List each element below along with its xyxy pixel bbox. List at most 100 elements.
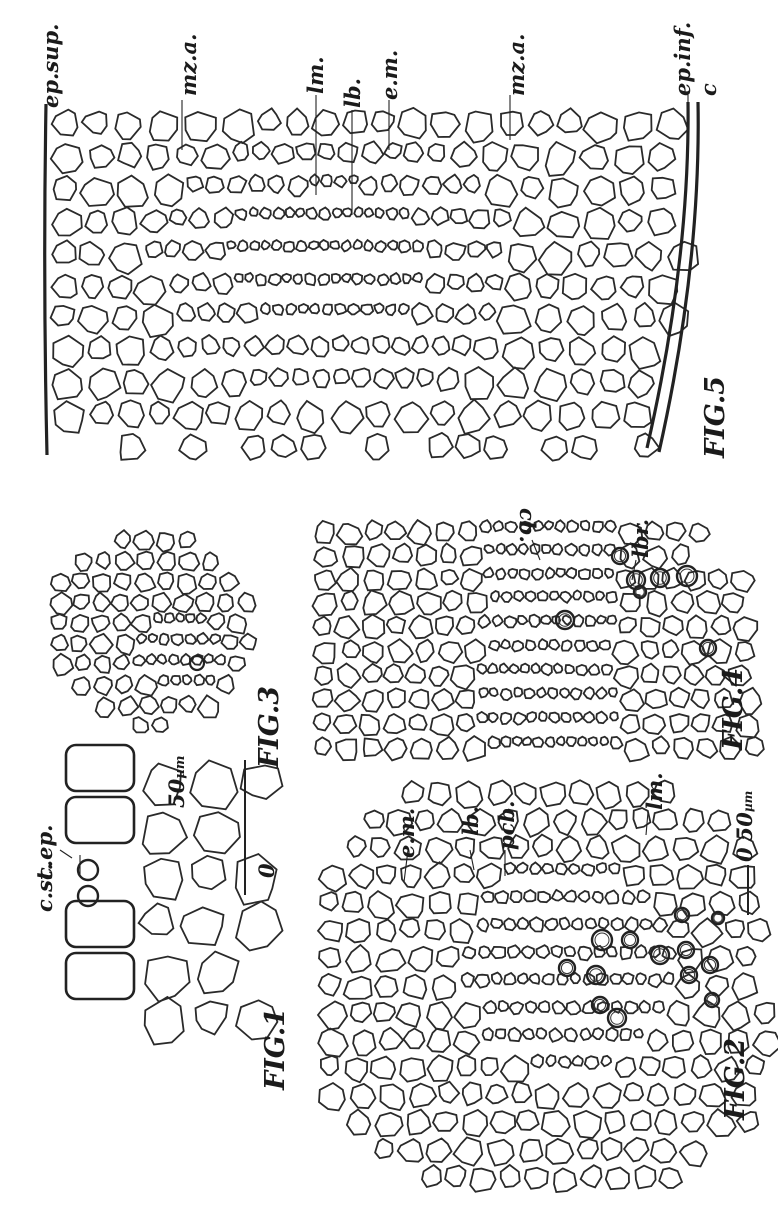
cell	[612, 835, 640, 862]
cell	[584, 176, 615, 205]
cell	[54, 176, 77, 200]
cell	[596, 712, 607, 724]
fig2-drawing	[318, 780, 778, 1192]
cell	[623, 891, 635, 904]
cell	[352, 274, 362, 285]
cell	[567, 737, 576, 746]
cell	[314, 713, 331, 730]
cell	[525, 1168, 548, 1189]
cell	[593, 522, 603, 532]
cell	[501, 1165, 520, 1187]
cell	[82, 112, 107, 134]
cell	[589, 737, 598, 745]
cell	[455, 864, 475, 882]
cell	[697, 739, 717, 758]
cell	[318, 1001, 347, 1029]
cell	[207, 613, 224, 629]
cell	[260, 208, 271, 219]
cell	[157, 654, 166, 663]
cell	[196, 613, 206, 623]
cell	[722, 1002, 750, 1031]
fig3-title: FIG.3	[254, 686, 285, 769]
cell	[169, 655, 179, 665]
fig5-label-ep-sup: ep.sup.	[38, 24, 63, 108]
cell	[398, 108, 426, 139]
cell	[531, 1055, 543, 1068]
cell	[364, 240, 373, 251]
cell	[192, 369, 218, 397]
cell	[677, 865, 703, 889]
cell	[522, 737, 531, 745]
cell	[205, 243, 225, 260]
cell	[185, 112, 216, 141]
cell	[261, 303, 270, 314]
cell	[309, 304, 319, 314]
cell	[85, 211, 107, 233]
cell	[465, 367, 493, 399]
cell	[574, 713, 583, 722]
cell	[412, 336, 428, 353]
cell	[563, 1083, 589, 1107]
cell	[375, 241, 386, 252]
cell	[610, 712, 618, 720]
cell	[250, 241, 259, 250]
cell	[483, 1001, 496, 1013]
cell	[680, 1141, 707, 1166]
fig5-drawing	[45, 95, 698, 461]
cell	[530, 917, 543, 931]
cell	[374, 369, 394, 389]
cell	[240, 634, 257, 650]
cell	[753, 1031, 778, 1056]
cell	[565, 1028, 577, 1041]
cell	[399, 240, 411, 252]
cell	[313, 370, 329, 388]
cell	[612, 918, 624, 930]
cell	[524, 890, 536, 901]
cell	[653, 809, 677, 829]
cell	[616, 1058, 636, 1078]
cell	[733, 617, 757, 641]
cell	[364, 274, 375, 284]
cell	[342, 208, 351, 216]
cell	[701, 835, 729, 864]
cell	[615, 146, 644, 174]
cell	[158, 573, 173, 590]
cell	[609, 688, 617, 697]
cell	[708, 639, 732, 663]
cell	[80, 242, 105, 265]
cell	[605, 1111, 624, 1133]
cell	[542, 1111, 570, 1136]
cell	[341, 240, 351, 251]
cell	[672, 544, 689, 565]
cell	[455, 690, 474, 708]
vessel-lumen	[714, 914, 722, 922]
cell	[93, 593, 110, 612]
cell	[428, 144, 444, 161]
cell	[108, 276, 131, 299]
cell	[261, 241, 270, 250]
cell	[570, 337, 595, 365]
cell	[119, 400, 145, 427]
cell	[740, 892, 760, 915]
fig5-label-mza-top: mz.a.	[176, 34, 201, 96]
cell	[395, 368, 414, 388]
cell	[467, 274, 484, 292]
cell	[179, 532, 195, 548]
cell	[559, 1056, 571, 1068]
cell	[697, 591, 721, 614]
cell	[748, 919, 770, 942]
cell	[496, 544, 505, 554]
cell	[118, 143, 141, 168]
cell	[538, 591, 548, 601]
cell	[134, 276, 166, 305]
cell	[96, 552, 110, 569]
cell	[655, 1110, 677, 1135]
cell	[635, 242, 661, 271]
cell	[377, 865, 396, 883]
cell	[395, 402, 429, 432]
cell	[578, 737, 587, 746]
cell	[606, 1028, 618, 1041]
cell	[569, 780, 593, 804]
cell	[539, 338, 563, 361]
cell	[351, 1084, 376, 1108]
